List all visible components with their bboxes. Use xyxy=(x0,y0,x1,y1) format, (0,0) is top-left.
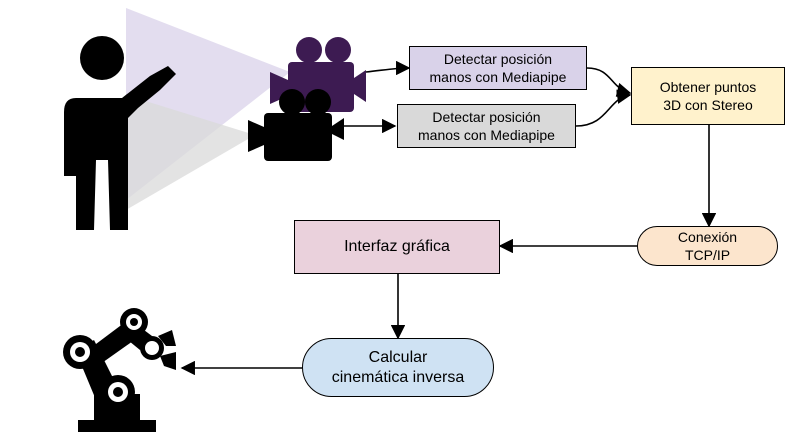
gui-node-label: Interfaz gráfica xyxy=(344,238,450,255)
video-camera-icon xyxy=(248,89,344,161)
detect-hands-node-2: Detectar posición manos con Mediapipe xyxy=(397,104,576,148)
video-camera-icon xyxy=(270,37,366,112)
edge-camera1-to-detect1 xyxy=(365,60,411,76)
detect-hands-node-1: Detectar posición manos con Mediapipe xyxy=(409,46,587,90)
inverse-kinematics-node: Calcular cinemática inversa xyxy=(302,338,494,397)
edge-detect2-to-stereo xyxy=(575,89,632,127)
inverse-kinematics-node-label: Calcular cinemática inversa xyxy=(331,348,465,386)
field-of-view-cone-2 xyxy=(126,95,255,210)
person-pointing-icon xyxy=(64,36,176,230)
tcp-connection-node-label: Conexión TCP/IP xyxy=(677,229,738,263)
edge-detect1-to-stereo xyxy=(586,67,632,97)
detect-hands-node-1-label: Detectar posición manos con Mediapipe xyxy=(429,51,567,85)
detect-hands-node-2-label: Detectar posición manos con Mediapipe xyxy=(418,109,555,143)
tcp-connection-node: Conexión TCP/IP xyxy=(637,226,778,266)
edges xyxy=(180,60,717,376)
stereo-node-label: Obtener puntos 3D con Stereo xyxy=(659,79,757,113)
robotic-arm-icon xyxy=(63,308,176,432)
stereo-node: Obtener puntos 3D con Stereo xyxy=(631,67,785,125)
gui-node: Interfaz gráfica xyxy=(294,220,500,274)
